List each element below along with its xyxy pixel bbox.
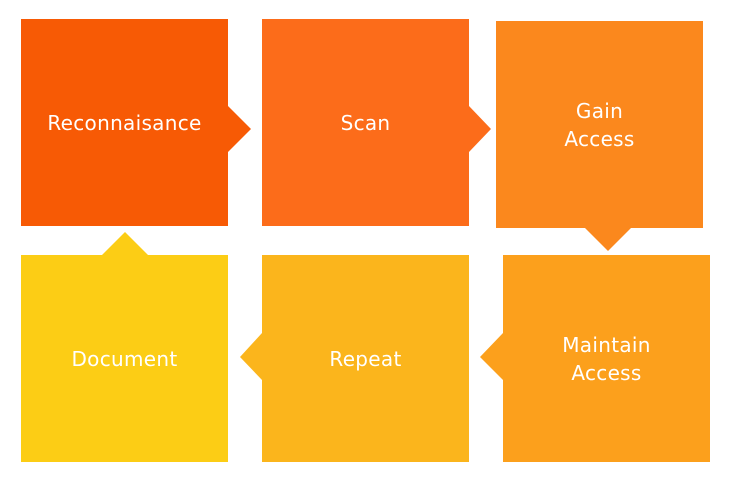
arrow-repeat-to-document	[240, 333, 262, 380]
arrow-recon-to-scan	[228, 106, 251, 152]
step-gain-access: Gain Access	[496, 21, 703, 228]
arrow-maintain-to-repeat	[480, 333, 503, 380]
step-reconnaisance: Reconnaisance	[21, 19, 228, 226]
arrow-scan-to-gain	[469, 106, 491, 152]
step-maintain-access: Maintain Access	[503, 255, 710, 462]
step-repeat: Repeat	[262, 255, 469, 462]
arrow-document-to-recon	[102, 232, 148, 255]
arrow-gain-to-maintain	[585, 228, 631, 251]
step-scan: Scan	[262, 19, 469, 226]
step-document: Document	[21, 255, 228, 462]
